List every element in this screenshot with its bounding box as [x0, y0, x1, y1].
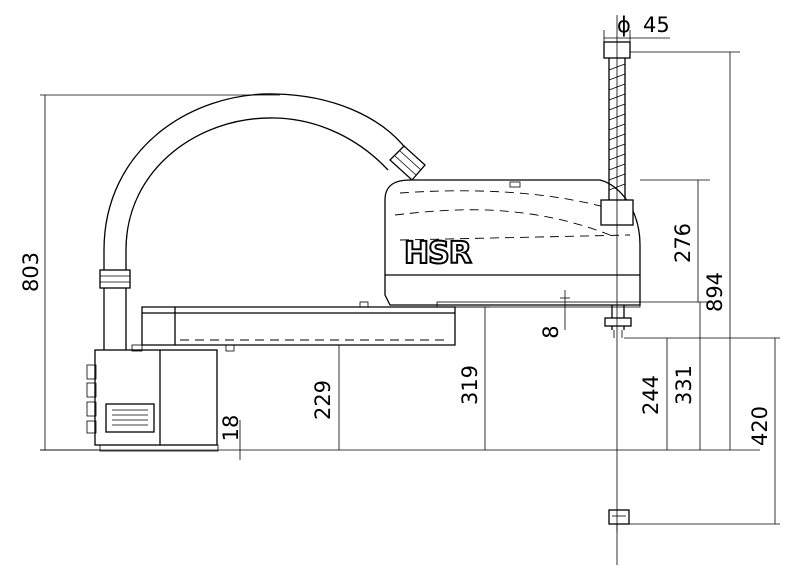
dim-arm2-height: 319 — [458, 365, 482, 405]
dim-stroke-bottom: 244 — [639, 375, 663, 415]
logo-text: HSR — [404, 236, 472, 271]
dim-arm1-height: 229 — [311, 380, 335, 420]
dim-total-height: 894 — [703, 272, 727, 312]
arm-1 — [141, 301, 456, 346]
dim-gap: 8 — [539, 325, 563, 338]
dimension-labels: ϕ 45 803 276 894 8 18 229 319 244 331 42… — [19, 13, 772, 446]
dim-arm-height: 276 — [671, 223, 695, 263]
arm-2: HSR — [384, 179, 641, 308]
dimension-lines — [40, 30, 780, 525]
dim-overall-height: 803 — [19, 252, 43, 292]
dim-base-flange: 18 — [219, 415, 243, 442]
dim-tool-height: 331 — [672, 365, 696, 405]
shaft-diameter-symbol: ϕ — [617, 13, 631, 37]
dim-max-reach: 420 — [748, 406, 772, 446]
dim-shaft-diameter: 45 — [643, 13, 670, 37]
robot-base — [86, 344, 235, 452]
